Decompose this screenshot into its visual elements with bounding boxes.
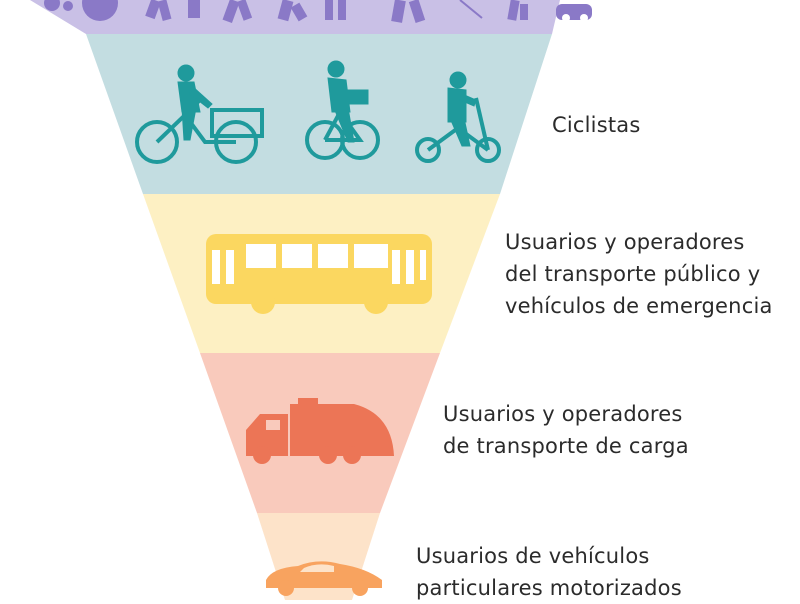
cyclists-label: Ciclistas: [552, 109, 641, 141]
pedestrians-icon: [44, 0, 592, 24]
label-line: Usuarios y operadores: [505, 230, 745, 254]
label-line: de transporte de carga: [443, 434, 689, 458]
freight-label: Usuarios y operadores de transporte de c…: [443, 398, 689, 462]
bicycle-icon: [135, 60, 501, 164]
garbage-truck-icon: [246, 398, 394, 464]
bus-icon: [206, 234, 432, 314]
car-icon: [266, 561, 382, 596]
label-line: Ciclistas: [552, 113, 641, 137]
label-line: particulares motorizados: [416, 576, 682, 600]
label-line: Usuarios y operadores: [443, 402, 683, 426]
label-line: del transporte público y: [505, 262, 761, 286]
label-line: vehículos de emergencia: [505, 294, 773, 318]
private-label: Usuarios de vehículos particulares motor…: [416, 540, 682, 604]
transit-label: Usuarios y operadores del transporte púb…: [505, 226, 773, 322]
label-line: Usuarios de vehículos: [416, 544, 650, 568]
cyclists-band: [86, 34, 552, 194]
cane-icon: [459, 0, 483, 19]
